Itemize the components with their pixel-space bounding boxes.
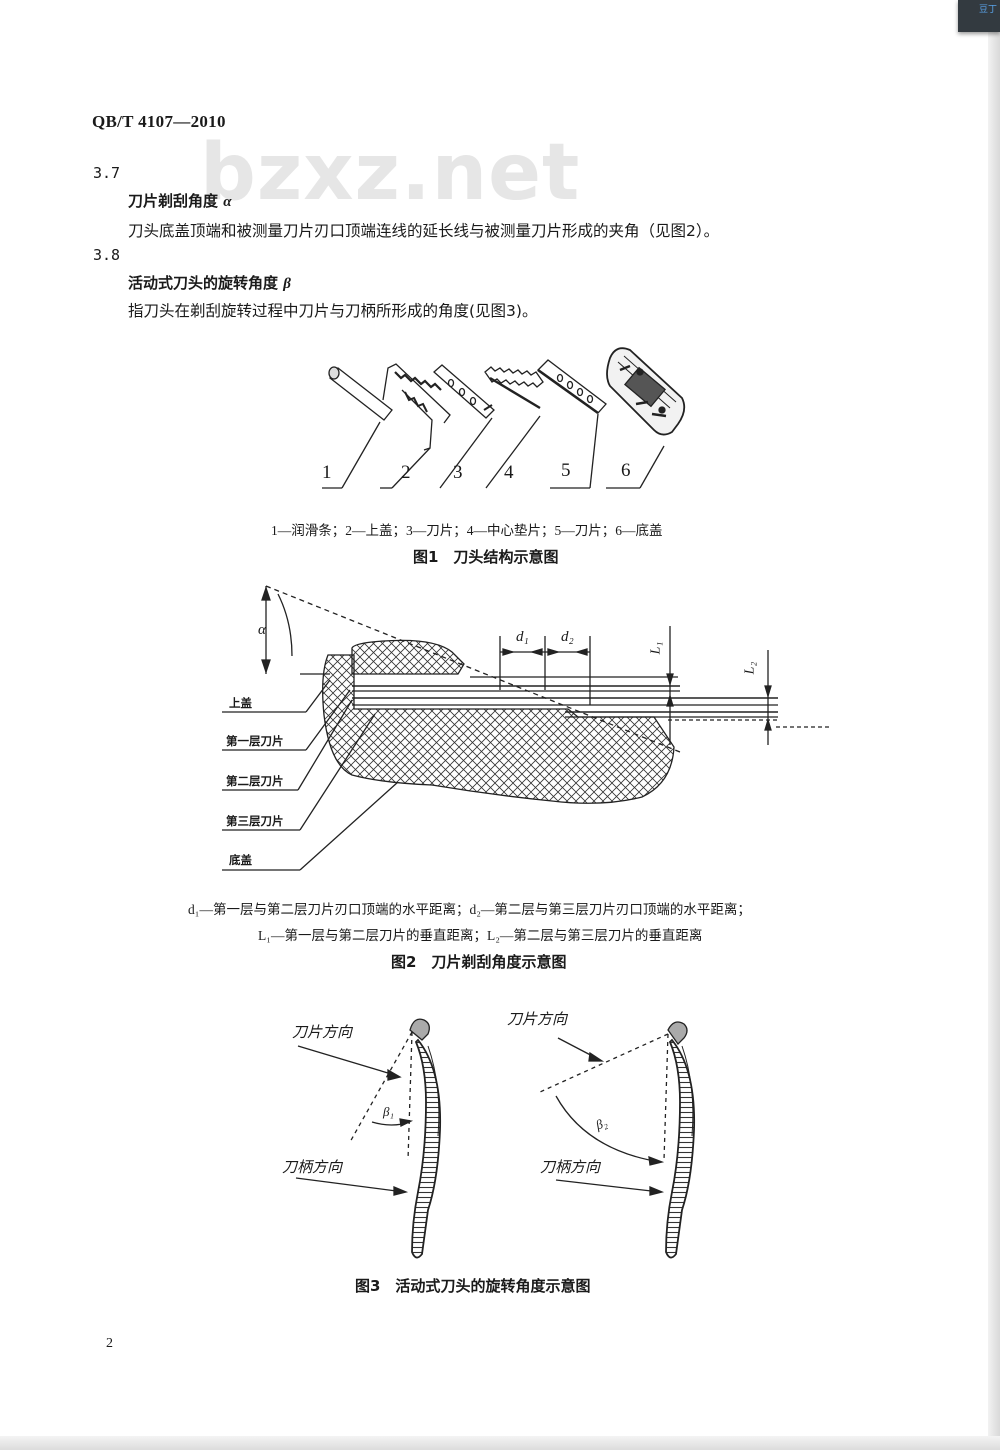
part-number-1: 1 xyxy=(322,462,332,483)
figure-1-legend: 1—润滑条；2—上盖；3—刀片；4—中心垫片；5—刀片；6—底盖 xyxy=(271,523,663,538)
label-top-cap: 上盖 xyxy=(229,696,252,710)
razor-left xyxy=(409,1018,442,1259)
leader-1 xyxy=(341,421,381,489)
watermark: bzxz.net xyxy=(200,128,581,218)
label-blade-layer-1: 第一层刀片 xyxy=(226,734,284,748)
section-number-3-8: 3.8 xyxy=(93,246,121,264)
center-pad-illustration xyxy=(484,366,544,410)
corner-badge[interactable]: 豆丁 xyxy=(958,0,1000,32)
lubricating-strip-illustration xyxy=(328,366,393,421)
alpha-label: α xyxy=(258,622,266,638)
page-number: 2 xyxy=(106,1336,113,1351)
leader-6 xyxy=(639,445,665,489)
handle-direction-label-left: 刀柄方向 xyxy=(282,1160,343,1176)
figure-3-title: 图3 活动式刀头的旋转角度示意图 xyxy=(355,1277,591,1295)
leader-2 xyxy=(391,447,431,489)
beta1-label: β₁ xyxy=(383,1104,394,1119)
term-text: 活动式刀头的旋转角度 xyxy=(128,274,279,292)
part-number-3: 3 xyxy=(453,462,463,483)
definition-3-8: 指刀头在剃刮旋转过程中刀片与刀柄所形成的角度(见图3)。 xyxy=(128,302,538,320)
standard-code: QB/T 4107—2010 xyxy=(92,112,226,131)
d1-label: d₁ xyxy=(516,629,529,645)
blade-direction-label-left: 刀片方向 xyxy=(292,1025,353,1041)
figure-2-legend-line-1: d₁—第一层与第二层刀片刃口顶端的水平距离；d₂—第二层与第三层刀片刃口顶端的水… xyxy=(188,902,751,917)
figure-2-legend-line-2: L₁—第一层与第二层刀片的垂直距离；L₂—第二层与第三层刀片的垂直距离 xyxy=(258,928,703,943)
figure-1-title: 图1 刀头结构示意图 xyxy=(413,548,559,566)
blade-direction-label-right: 刀片方向 xyxy=(507,1012,568,1028)
leader-4 xyxy=(485,415,541,489)
blade-illustration-3 xyxy=(433,364,495,419)
alpha-extension-line xyxy=(265,585,681,753)
corner-badge-text: 豆丁 xyxy=(978,5,997,15)
term-symbol-alpha: α xyxy=(223,194,232,210)
top-cap-illustration xyxy=(382,363,451,451)
term-blade-shaving-angle: 刀片剃刮角度 α xyxy=(128,190,232,211)
term-rotation-angle: 活动式刀头的旋转角度 β xyxy=(128,272,291,293)
section-number-3-7: 3.7 xyxy=(93,164,121,182)
definition-3-7: 刀头底盖顶端和被测量刀片刃口顶端连线的延长线与被测量刀片形成的夹角（见图2）。 xyxy=(128,222,720,240)
bottom-cap-illustration xyxy=(606,347,686,436)
label-blade-layer-2: 第二层刀片 xyxy=(226,774,284,788)
top-cap-section xyxy=(351,639,465,675)
leader-3 xyxy=(439,417,493,489)
page-bottom-edge xyxy=(0,1436,1000,1450)
leader-5 xyxy=(589,413,599,489)
handle-direction-label-right: 刀柄方向 xyxy=(540,1160,601,1176)
part-number-2: 2 xyxy=(401,462,411,483)
label-blade-layer-3: 第三层刀片 xyxy=(226,814,284,828)
label-bottom-cap: 底盖 xyxy=(229,853,252,867)
part-number-5: 5 xyxy=(561,460,571,481)
part-number-6: 6 xyxy=(621,460,631,481)
bottom-cap-section xyxy=(322,654,675,804)
d2-label: d₂ xyxy=(561,629,574,645)
part-number-4: 4 xyxy=(504,462,514,483)
figure-2-title: 图2 刀片剃刮角度示意图 xyxy=(391,953,567,971)
razor-right xyxy=(665,1021,696,1259)
blade-illustration-5 xyxy=(536,359,607,415)
term-text: 刀片剃刮角度 xyxy=(128,192,219,210)
page-edge xyxy=(988,0,1000,1450)
term-symbol-beta: β xyxy=(283,276,291,292)
